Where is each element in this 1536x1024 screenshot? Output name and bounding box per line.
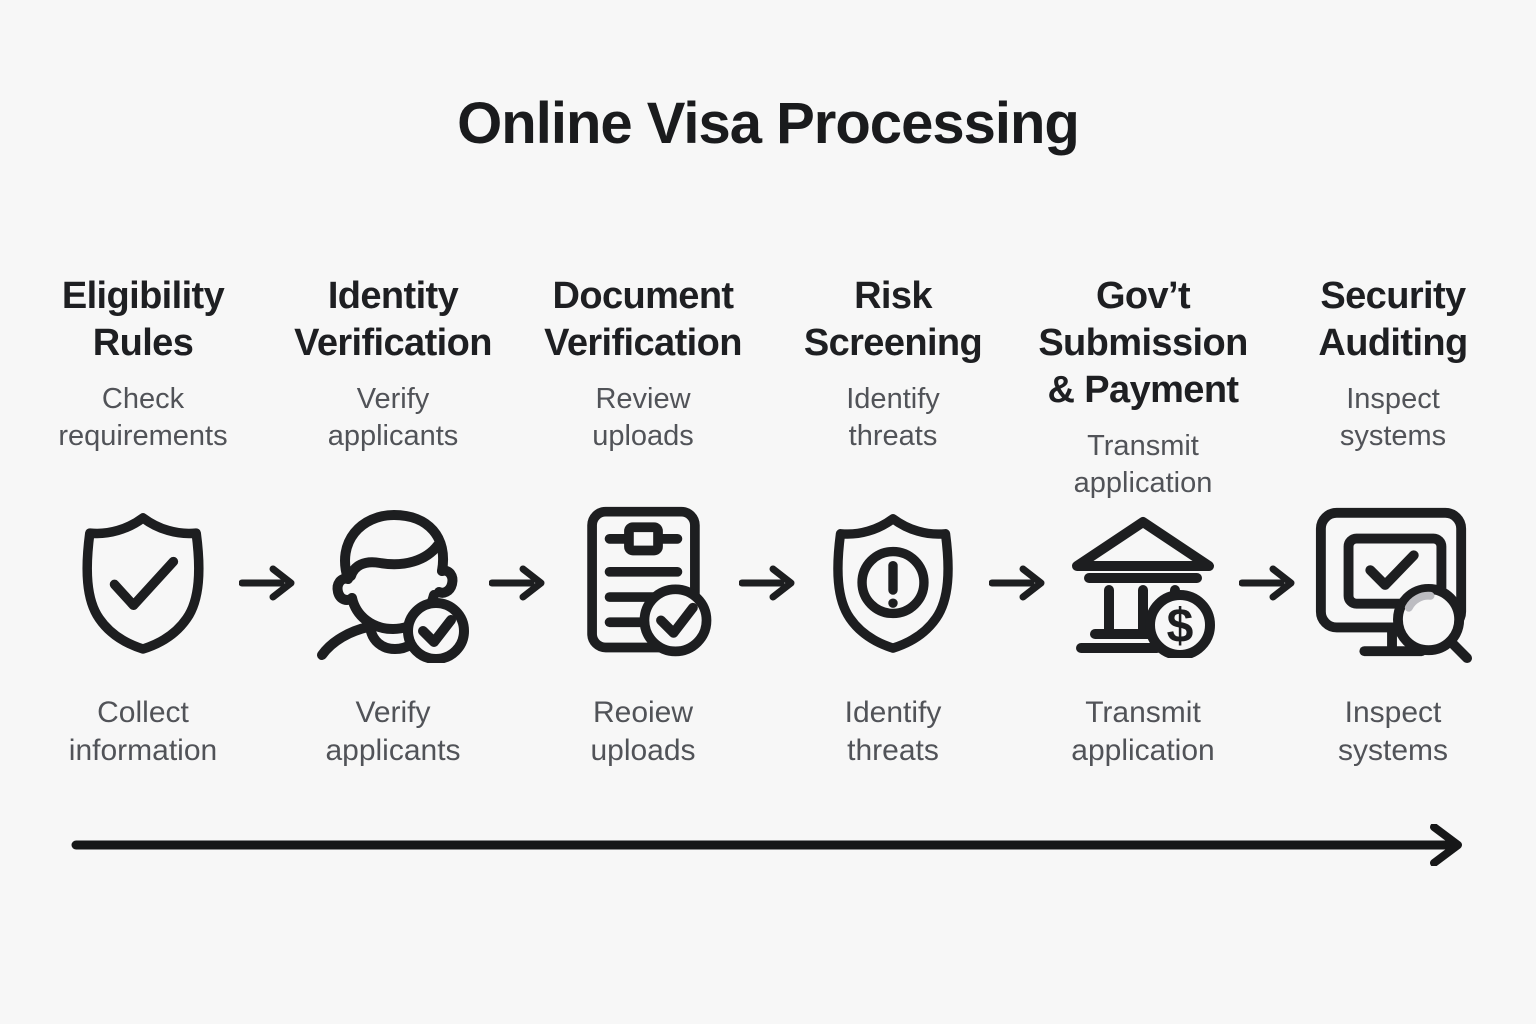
flow-diagram: Eligibility Rules Check requirements Ide…: [0, 273, 1536, 770]
step-subtitle: Review uploads: [592, 383, 694, 453]
monitor-audit-icon: [1315, 508, 1473, 664]
arrow-right-icon: [739, 565, 795, 601]
flow-connector: [989, 498, 1045, 668]
step-title: Security Auditing: [1318, 274, 1468, 365]
step-caption-cell: Reoiew uploads: [528, 668, 758, 770]
step-subtitle: Check requirements: [58, 383, 228, 453]
page-title: Online Visa Processing: [457, 91, 1080, 156]
step-subtitle: Identify threats: [846, 383, 940, 453]
step-caption: Reoiew uploads: [590, 695, 696, 768]
step-caption-cell: Inspect systems: [1278, 668, 1508, 770]
flow-connector: [489, 498, 545, 668]
step-icon-cell: $: [1028, 498, 1258, 668]
flow-connector: [739, 498, 795, 668]
dollar-symbol: $: [1167, 600, 1194, 653]
step-subtitle: Transmit application: [1073, 430, 1213, 500]
step-subtitle: Inspect systems: [1339, 383, 1447, 453]
step-icon-cell: [528, 498, 758, 668]
step-title: Risk Screening: [803, 274, 983, 365]
step-caption-cell: Transmit application: [1028, 668, 1258, 770]
step-title: Identity Verification: [294, 274, 492, 365]
step-caption: Transmit application: [1071, 695, 1215, 768]
step-icon-cell: [778, 498, 1008, 668]
step-header-risk: Risk Screening Identify threats: [778, 273, 1008, 498]
flow-connector: [239, 498, 295, 668]
arrow-right-icon: [989, 565, 1045, 601]
flow-connector: [1239, 498, 1295, 668]
bank-payment-icon: $: [1072, 516, 1215, 658]
arrow-right-icon: [1239, 565, 1295, 601]
step-icon-cell: [278, 498, 508, 668]
document-check-icon: [587, 507, 712, 657]
step-header-submission: Gov’t Submission & Payment Transmit appl…: [1028, 273, 1258, 499]
timeline-arrow: [0, 824, 1536, 867]
step-header-identity: Identity Verification Verify applicants: [278, 273, 508, 498]
step-title: Document Verification: [544, 274, 742, 365]
shield-check-icon: [82, 513, 204, 655]
step-caption-cell: Collect information: [28, 668, 258, 770]
step-caption: Verify applicants: [325, 695, 461, 768]
step-caption-cell: Identify threats: [778, 668, 1008, 770]
person-check-icon: [317, 509, 469, 663]
arrow-right-icon: [239, 565, 295, 601]
long-arrow-right-icon: [71, 824, 1462, 867]
step-icon-cell: [1278, 498, 1508, 668]
step-caption: Identify threats: [844, 695, 942, 768]
step-title: Eligibility Rules: [61, 274, 225, 365]
step-subtitle: Verify applicants: [327, 383, 459, 453]
step-icon-cell: [28, 498, 258, 668]
step-caption: Inspect systems: [1337, 695, 1448, 768]
step-header-auditing: Security Auditing Inspect systems: [1278, 273, 1508, 498]
arrow-right-icon: [489, 565, 545, 601]
step-caption-cell: Verify applicants: [278, 668, 508, 770]
step-title: Gov’t Submission & Payment: [1038, 274, 1248, 412]
step-header-document: Document Verification Review uploads: [528, 273, 758, 498]
step-caption: Collect information: [68, 695, 218, 768]
shield-alert-icon: [833, 514, 953, 654]
step-header-eligibility: Eligibility Rules Check requirements: [28, 273, 258, 498]
